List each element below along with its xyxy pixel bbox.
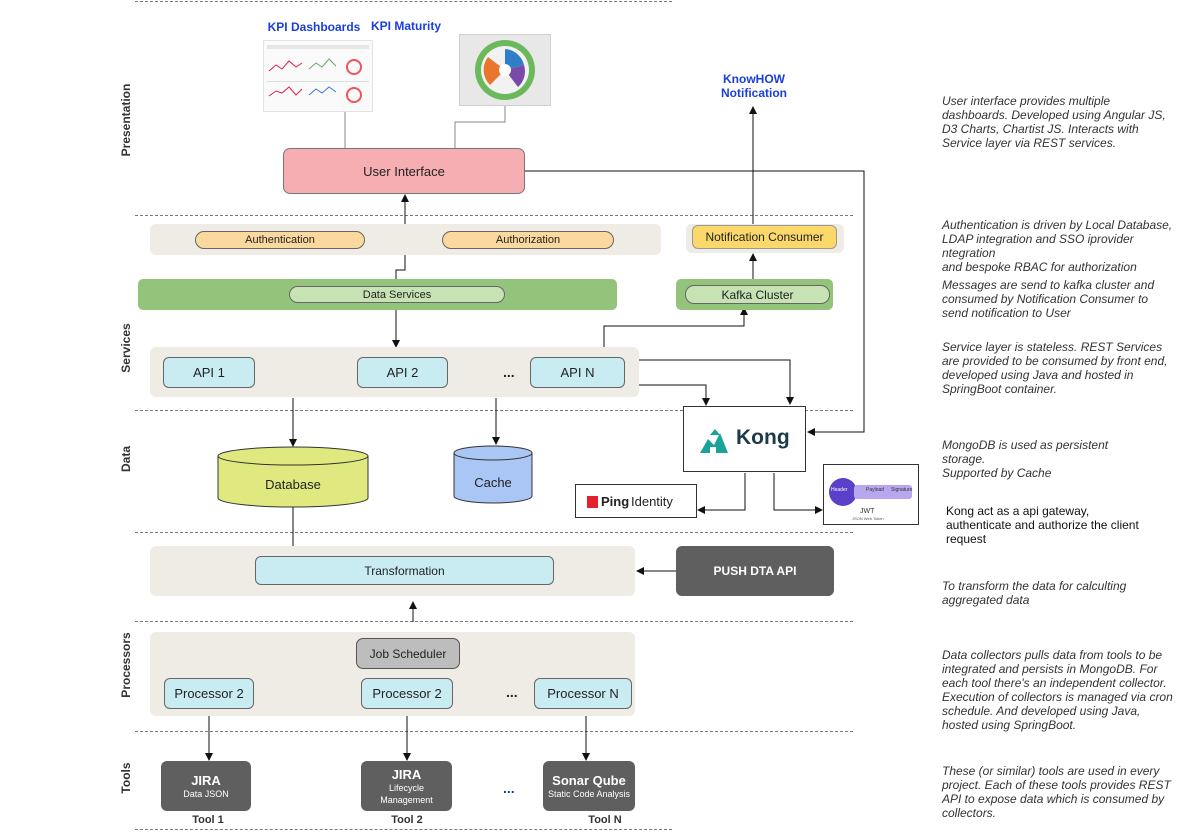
ping-identity-icon [587, 496, 598, 508]
transformation-box: Transformation [255, 556, 554, 585]
processor-ellipsis: ... [506, 684, 518, 700]
tool-1-sub: Data JSON [183, 788, 229, 799]
jwt-key-icon [829, 478, 912, 506]
desc-kong: Kong act as a api gateway, authenticate … [946, 504, 1139, 546]
ping-brand-text: Ping [601, 494, 630, 509]
tool-2-name: JIRA [391, 766, 422, 782]
processor-1-box: Processor 2 [164, 678, 254, 709]
desc-presentation: User interface provides multiple dashboa… [942, 94, 1166, 150]
notification-consumer-box: Notification Consumer [692, 225, 837, 249]
job-scheduler-box: Job Scheduler [356, 638, 460, 669]
separator-transform-processors [135, 621, 853, 622]
cache-cylinder: Cache [453, 444, 533, 504]
tool-n-name: Sonar Qube [552, 772, 626, 788]
jwt-header-part: Header [831, 487, 848, 493]
desc-processors: Data collectors pulls data from tools to… [942, 648, 1173, 732]
jwt-sub-label: JSON Web Token [852, 516, 884, 521]
api-n-box: API N [530, 357, 625, 388]
tool-2-jira: JIRA Lifecycle Management [361, 761, 452, 811]
kpi-maturity-thumbnail [459, 34, 551, 106]
api-1-box: API 1 [163, 357, 255, 388]
jwt-box: Header Payload Signature JWT JSON Web To… [823, 464, 919, 525]
tool-2-label: Tool 2 [391, 814, 423, 826]
processor-2-box: Processor 2 [361, 678, 453, 709]
desc-tools: These (or similar) tools are used in eve… [942, 764, 1171, 820]
authentication-pill: Authentication [195, 231, 365, 249]
kpi-dashboards-title: KPI Dashboards [267, 20, 361, 34]
jwt-signature-part: Signature [891, 487, 913, 493]
kpi-dashboard-thumbnail [263, 40, 373, 112]
separator-data-transform [135, 532, 853, 533]
desc-data: MongoDB is used as persistent storage. S… [942, 438, 1109, 480]
tool-1-name: JIRA [191, 772, 221, 788]
knowhow-notification-title: KnowHOW Notification [721, 72, 787, 100]
separator-bottom [135, 829, 672, 830]
ping-identity-box: Ping Identity [575, 484, 697, 518]
kpi-maturity-title: KPI Maturity [370, 19, 441, 33]
kong-logo-icon [700, 429, 728, 453]
desc-transformation: To transform the data for calculting agg… [942, 579, 1127, 607]
desc-kafka: Messages are send to kafka cluster and c… [942, 278, 1155, 320]
desc-services: Service layer is stateless. REST Service… [942, 340, 1168, 396]
api-2-box: API 2 [357, 357, 448, 388]
cache-icon [453, 445, 533, 504]
tool-n-sonarqube: Sonar Qube Static Code Analysis [543, 761, 635, 811]
separator-presentation-services [135, 215, 853, 216]
desc-auth: Authentication is driven by Local Databa… [942, 218, 1173, 274]
tools-ellipsis: ... [503, 780, 515, 796]
processor-n-box: Processor N [534, 678, 632, 709]
tool-1-label: Tool 1 [192, 814, 224, 826]
ping-identity-text: Identity [631, 494, 673, 509]
separator-top [135, 1, 672, 2]
tool-n-label: Tool N [588, 814, 622, 826]
kong-gateway-box: Kong [683, 406, 806, 472]
jwt-label: JWT [860, 508, 875, 515]
data-services-pill: Data Services [289, 286, 505, 303]
dashboard-chart-icon [267, 45, 369, 103]
jwt-payload-part: Payload [866, 487, 885, 493]
push-dta-api-box: PUSH DTA API [676, 546, 834, 596]
database-cylinder: Database [217, 446, 369, 508]
api-ellipsis: ... [503, 364, 515, 380]
maturity-wheel-icon [475, 40, 535, 100]
user-interface-box: User Interface [283, 148, 525, 194]
kafka-cluster-pill: Kafka Cluster [685, 285, 830, 304]
separator-processors-tools [135, 731, 853, 732]
tool-1-jira: JIRA Data JSON [161, 761, 251, 811]
authorization-pill: Authorization [442, 231, 614, 249]
kong-label: Kong [736, 426, 790, 449]
tool-n-sub: Static Code Analysis [547, 788, 631, 799]
cache-label: Cache [474, 475, 512, 490]
tool-2-sub: Lifecycle Management [380, 782, 433, 805]
separator-services-data [135, 410, 853, 411]
database-icon [217, 446, 369, 508]
database-label: Database [265, 477, 321, 492]
